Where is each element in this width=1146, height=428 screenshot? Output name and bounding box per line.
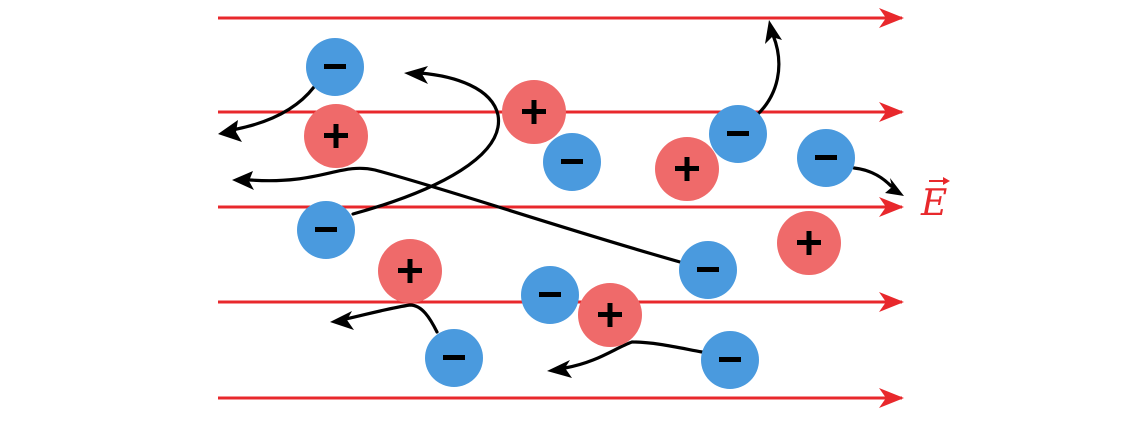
negative-charge	[709, 105, 767, 163]
positive-charge	[304, 104, 368, 168]
trajectory	[351, 71, 501, 216]
field-line-arrowhead	[879, 292, 904, 312]
negative-charge	[797, 129, 855, 187]
trajectories	[230, 33, 893, 370]
arrowhead-icon	[885, 178, 904, 196]
arrowhead-icon	[765, 20, 782, 44]
field-line-arrowhead	[879, 197, 904, 217]
positive-charge	[655, 137, 719, 201]
negative-charge	[425, 329, 483, 387]
arrowhead-icon	[330, 311, 354, 330]
negative-charge	[306, 38, 364, 96]
trajectory	[344, 303, 439, 334]
negative-charge	[297, 201, 355, 259]
charges	[297, 38, 855, 389]
field-line-arrowhead	[879, 102, 904, 122]
arrowhead-icon	[547, 360, 572, 378]
trajectory-arrowheads	[218, 20, 904, 378]
trajectory	[563, 340, 704, 370]
negative-charge	[543, 133, 601, 191]
arrowhead-icon	[218, 120, 242, 142]
trajectory	[230, 85, 316, 132]
trajectory	[248, 166, 682, 264]
negative-charge	[521, 266, 579, 324]
negative-charge	[679, 241, 737, 299]
positive-charge	[378, 239, 442, 303]
field-label: E	[920, 177, 950, 224]
vector-arrowhead-icon	[943, 177, 950, 185]
positive-charge	[502, 80, 566, 144]
arrowhead-icon	[232, 171, 254, 190]
positive-charge	[777, 211, 841, 275]
field-label-text: E	[920, 183, 947, 224]
trajectory	[852, 166, 893, 188]
field-line-arrowhead	[879, 388, 904, 408]
trajectory	[755, 33, 781, 117]
positive-charge	[578, 283, 642, 347]
arrowhead-icon	[404, 66, 428, 84]
field-line-arrowhead	[879, 8, 904, 28]
negative-charge	[701, 331, 759, 389]
